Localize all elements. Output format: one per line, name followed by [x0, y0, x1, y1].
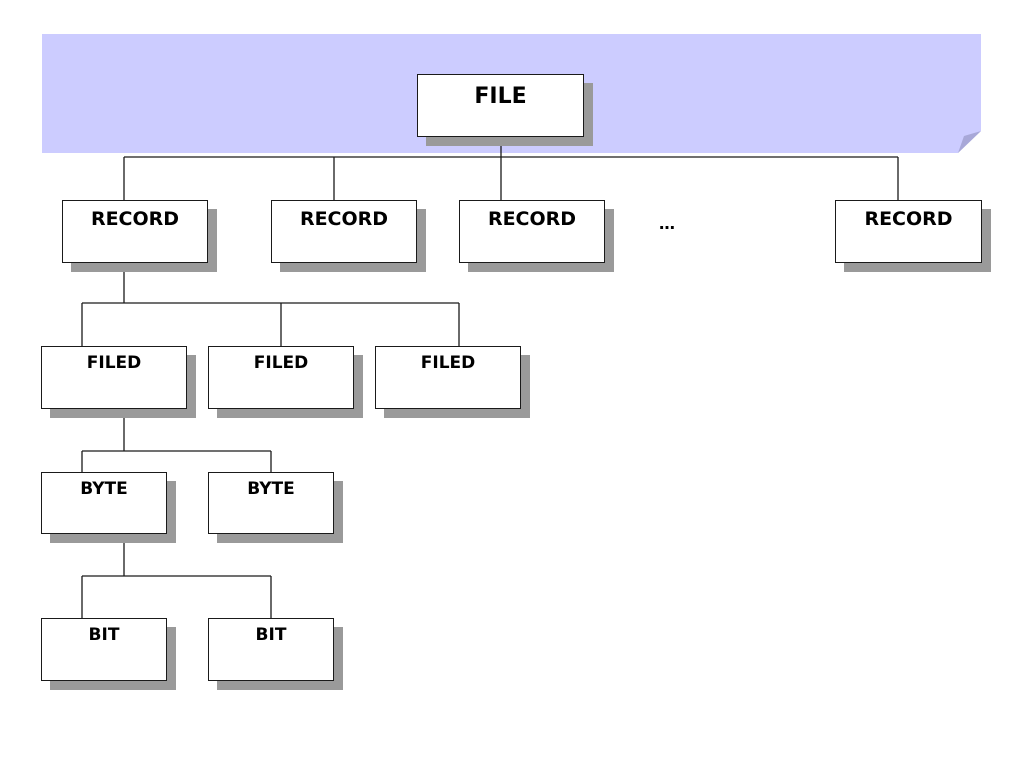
connector-lines — [81, 137, 899, 618]
record-node: RECORD — [835, 200, 982, 263]
byte-node: BYTE — [208, 472, 334, 534]
bit-node: BIT — [41, 618, 167, 681]
filed-node: FILED — [208, 346, 354, 409]
byte-node: BYTE — [41, 472, 167, 534]
record-node: RECORD — [459, 200, 605, 263]
record-node: RECORD — [271, 200, 417, 263]
record-node: RECORD — [62, 200, 208, 263]
filed-node: FILED — [375, 346, 521, 409]
filed-node: FILED — [41, 346, 187, 409]
file-node: FILE — [417, 74, 584, 137]
bit-node: BIT — [208, 618, 334, 681]
more-records-ellipsis: … — [659, 214, 675, 233]
banner-folded-corner — [958, 131, 981, 153]
